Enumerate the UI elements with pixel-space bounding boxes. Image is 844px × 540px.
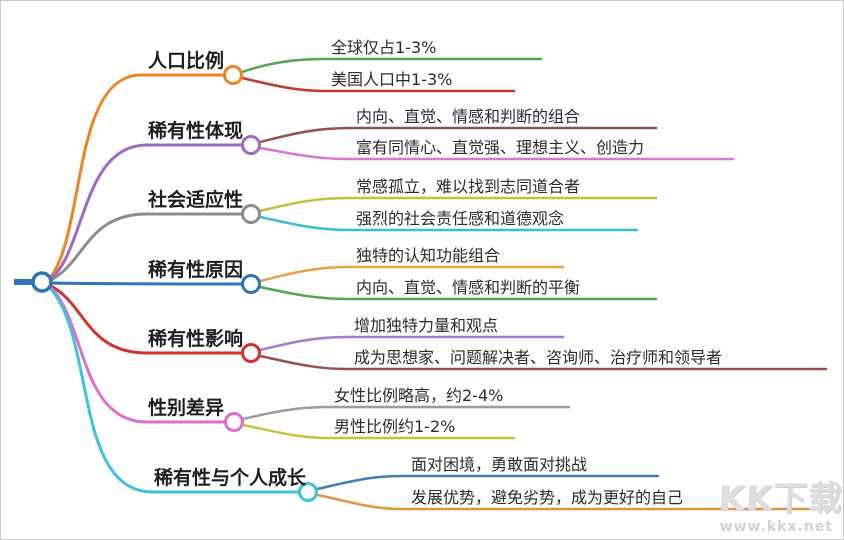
branch-6-node[interactable] xyxy=(224,412,244,432)
branch-5-child-1-line xyxy=(258,335,565,352)
branch-4-child-1-topic[interactable]: 独特的认知功能组合 xyxy=(356,246,501,265)
branch-4-node[interactable] xyxy=(241,274,261,294)
branch-5-node[interactable] xyxy=(241,343,261,363)
branch-5-label[interactable]: 稀有性影响 xyxy=(148,328,244,350)
branch-7-child-2-topic[interactable]: 发展优势，避免劣势，成为更好的自己 xyxy=(411,488,684,507)
branch-5-child-2-topic[interactable]: 成为思想家、问题解决者、咨询师、治疗师和领导者 xyxy=(354,348,723,367)
branch-1-child-2-topic[interactable]: 美国人口中1-3% xyxy=(331,70,453,89)
branch-7-child-2-line xyxy=(315,493,813,511)
branch-2-child-2-topic[interactable]: 富有同情心、直觉强、理想主义、创造力 xyxy=(356,138,645,157)
branch-5-child-1-topic[interactable]: 增加独特力量和观点 xyxy=(354,316,499,335)
branch-4-child-1-line xyxy=(258,265,565,283)
branch-5-child-2-line xyxy=(258,354,828,371)
branch-5-line xyxy=(47,283,243,355)
branch-3-line xyxy=(47,212,243,283)
branch-1-label[interactable]: 人口比例 xyxy=(148,50,225,72)
branch-7-child-1-line xyxy=(315,474,660,491)
branch-7-line xyxy=(47,285,300,494)
branch-3-child-1-topic[interactable]: 常感孤立，难以找到志同道合者 xyxy=(356,177,581,196)
branch-6-child-2-line xyxy=(241,423,516,440)
branch-1-child-1-topic[interactable]: 全球仅占1-3% xyxy=(331,38,437,57)
branch-1-line xyxy=(47,73,226,281)
branch-3-node[interactable] xyxy=(241,204,261,224)
branch-6-label[interactable]: 性别差异 xyxy=(148,397,225,419)
branch-1-child-1-line xyxy=(240,57,543,74)
branch-7-label[interactable]: 稀有性与个人成长 xyxy=(154,467,307,489)
branch-7-node[interactable] xyxy=(298,482,318,502)
root-node[interactable] xyxy=(31,271,53,293)
branch-4-line xyxy=(47,281,244,286)
branch-1-node[interactable] xyxy=(223,65,243,85)
branch-7-child-1-topic[interactable]: 面对困境，勇敢面对挑战 xyxy=(411,455,588,474)
branch-4-child-2-topic[interactable]: 内向、直觉、情感和判断的平衡 xyxy=(356,278,581,297)
branch-6-child-2-topic[interactable]: 男性比例约1-2% xyxy=(334,417,456,436)
branch-3-child-2-topic[interactable]: 强烈的社会责任感和道德观念 xyxy=(356,209,565,228)
branch-3-child-1-line xyxy=(258,196,658,213)
branch-6-line xyxy=(47,284,226,424)
branch-2-child-1-topic[interactable]: 内向、直觉、情感和判断的组合 xyxy=(356,107,581,126)
branch-1-child-2-line xyxy=(240,76,516,93)
branch-2-child-2-line xyxy=(258,146,735,161)
branch-6-child-1-line xyxy=(241,405,571,421)
branch-6-child-1-topic[interactable]: 女性比例略高，约2-4% xyxy=(334,386,504,405)
branch-3-child-2-line xyxy=(258,215,639,232)
branch-4-child-2-line xyxy=(258,285,658,301)
branch-2-node[interactable] xyxy=(241,135,261,155)
branch-2-child-1-line xyxy=(258,126,658,144)
branch-3-label[interactable]: 社会适应性 xyxy=(148,189,244,211)
branch-2-label[interactable]: 稀有性体现 xyxy=(148,120,244,142)
branch-4-label[interactable]: 稀有性原因 xyxy=(148,259,244,281)
branch-2-line xyxy=(47,143,243,282)
